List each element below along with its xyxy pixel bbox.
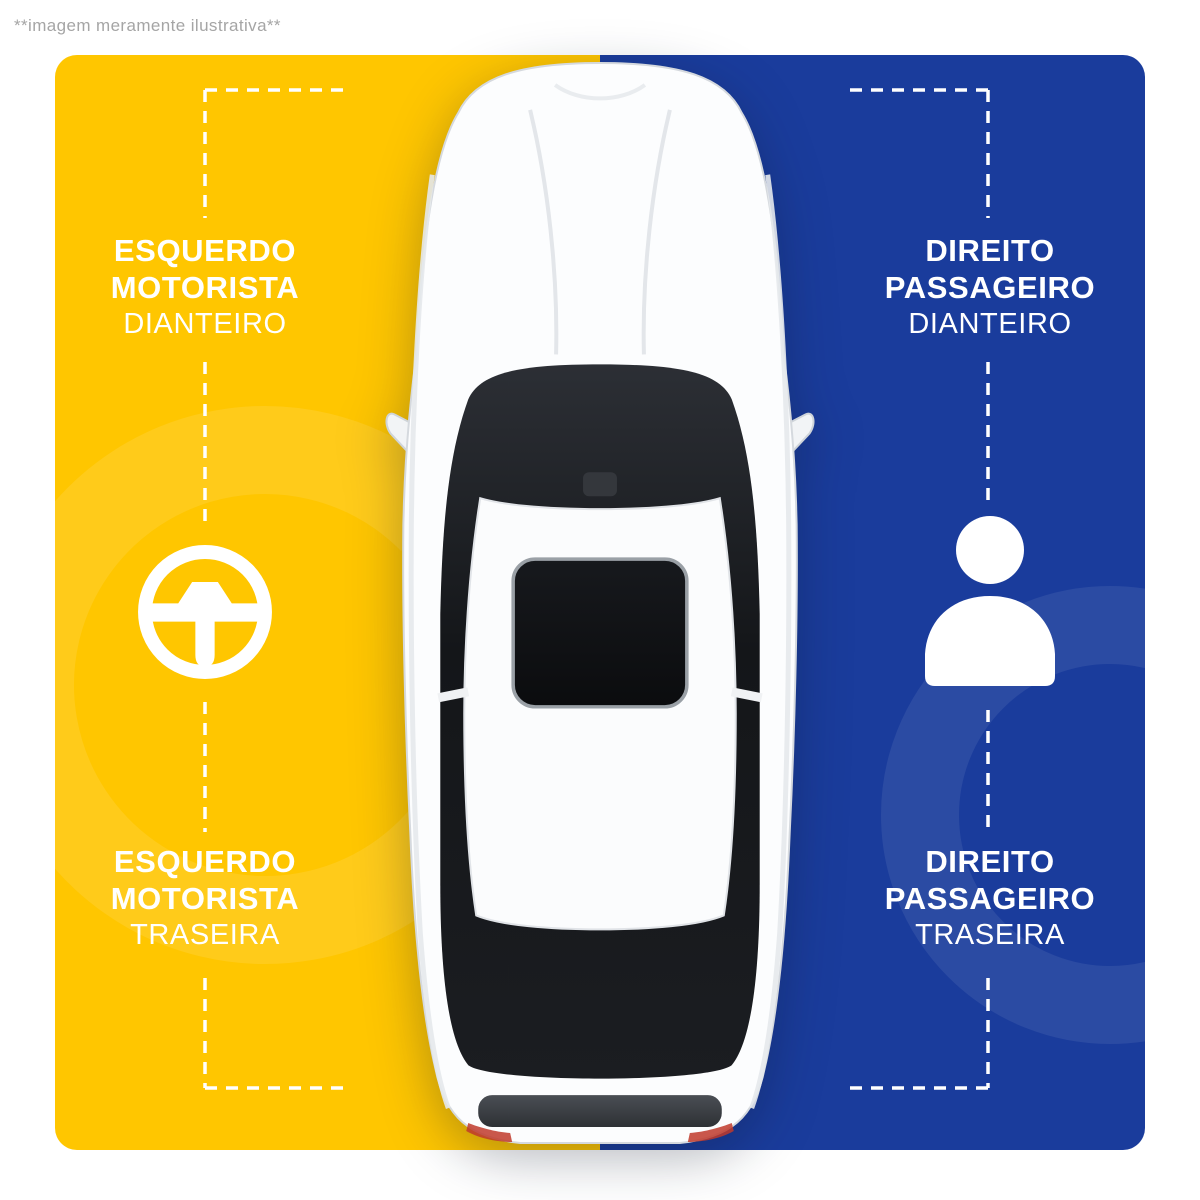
label-line: DIANTEIRO [123, 308, 287, 340]
passenger-icon [925, 516, 1055, 686]
label-line: PASSAGEIRO [884, 881, 1096, 916]
label-line: MOTORISTA [110, 881, 300, 916]
label-line: PASSAGEIRO [884, 270, 1096, 305]
disclaimer-text: **imagem meramente ilustrativa** [14, 16, 281, 35]
label-front-left: ESQUERDO MOTORISTA DIANTEIRO [45, 232, 365, 343]
label-line: MOTORISTA [110, 270, 300, 305]
label-line: DIREITO [925, 233, 1055, 268]
label-line: TRASEIRA [130, 919, 280, 951]
label-rear-left: ESQUERDO MOTORISTA TRASEIRA [45, 843, 365, 954]
label-front-right: DIREITO PASSAGEIRO DIANTEIRO [830, 232, 1150, 343]
label-line: TRASEIRA [915, 919, 1065, 951]
label-line: ESQUERDO [113, 233, 297, 268]
label-rear-right: DIREITO PASSAGEIRO TRASEIRA [830, 843, 1150, 954]
steering-wheel-icon [138, 545, 272, 679]
label-line: DIREITO [925, 844, 1055, 879]
label-line: DIANTEIRO [908, 308, 1072, 340]
label-line: ESQUERDO [113, 844, 297, 879]
